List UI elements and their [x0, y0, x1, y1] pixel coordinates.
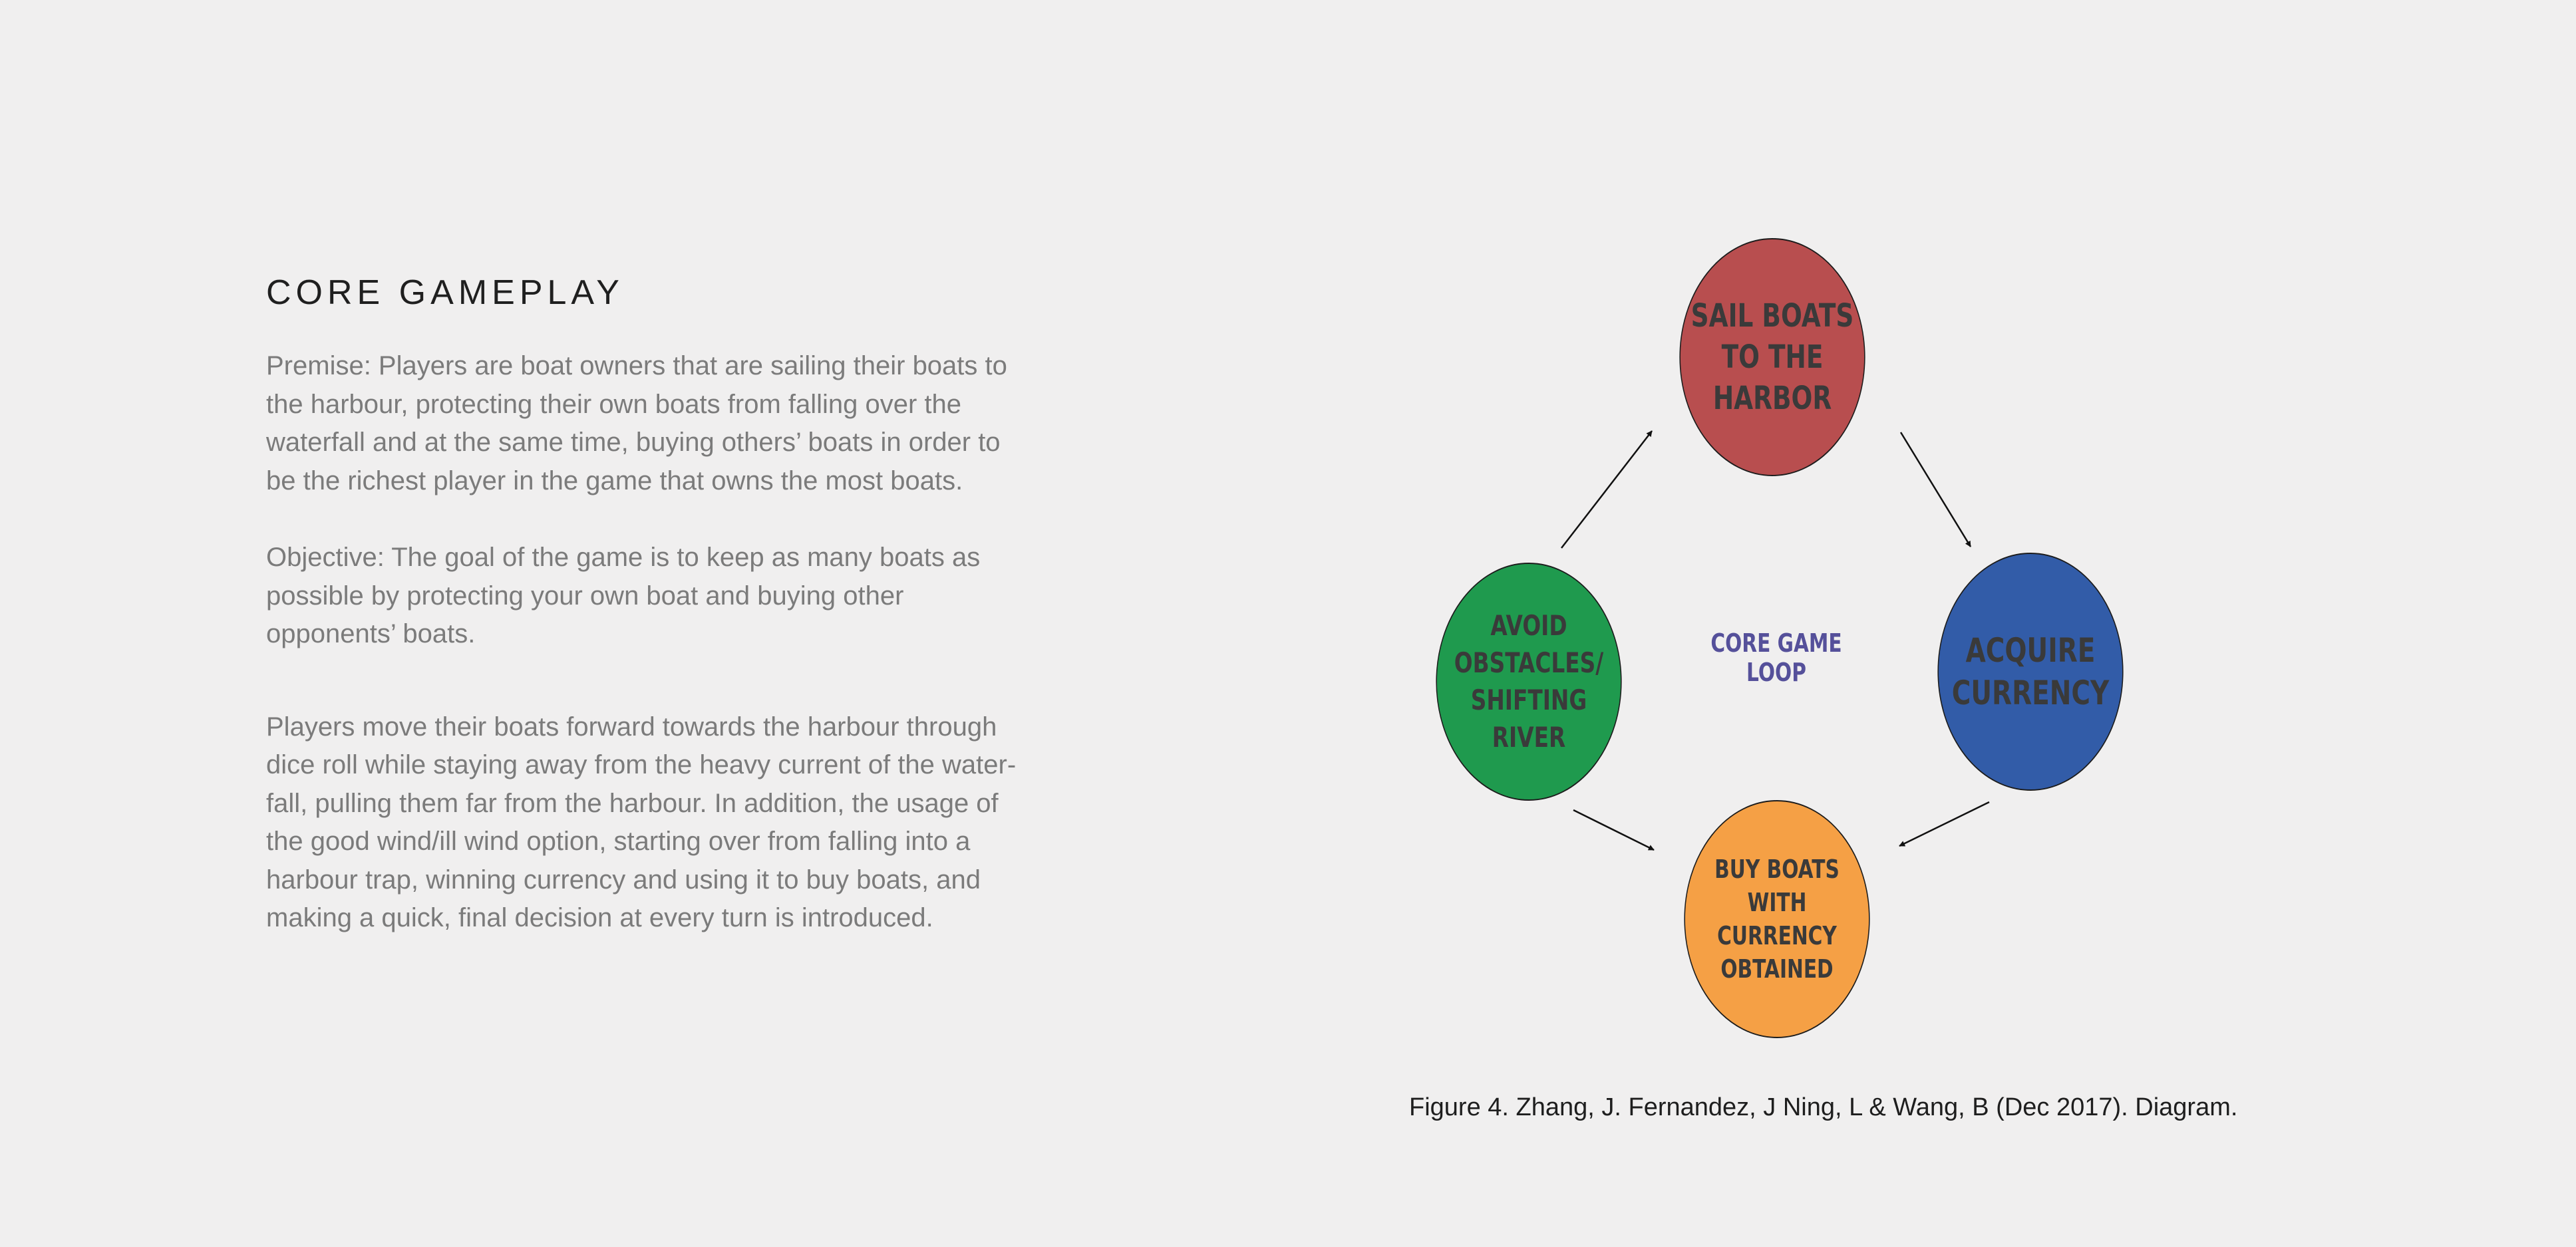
node-sail-boats-label: SAIL BOATS TO THE HARBOR [1690, 297, 1854, 417]
arrow-currency-to-buy [1899, 801, 1990, 847]
objective-paragraph: Objective: The goal of the game is to ke… [266, 543, 981, 648]
arrow-avoid-to-buy [1573, 809, 1655, 851]
core-gameplay-section: CORE GAMEPLAY Premise: Players are boat … [266, 269, 1084, 938]
arrow-sail-to-currency [1899, 432, 1972, 547]
node-acquire-currency-label: ACQUIRE CURRENCY [1951, 631, 2110, 712]
node-acquire-currency: ACQUIRE CURRENCY [1937, 553, 2124, 791]
premise-paragraph: Premise: Players are boat owners that ar… [266, 351, 1007, 495]
arrow-avoid-to-sail [1561, 430, 1653, 549]
movement-paragraph: Players move their boats forward towards… [266, 712, 1017, 933]
figure-caption: Figure 4. Zhang, J. Fernandez, J Ning, L… [1409, 1093, 2238, 1121]
node-buy-boats: BUY BOATS WITH CURRENCY OBTAINED [1684, 800, 1870, 1038]
node-avoid-obstacles-label: AVOID OBSTACLES/ SHIFTING RIVER [1454, 609, 1604, 754]
core-game-loop-label: CORE GAME LOOP [1710, 628, 1842, 687]
node-sail-boats: SAIL BOATS TO THE HARBOR [1679, 238, 1865, 476]
section-heading: CORE GAMEPLAY [266, 273, 624, 312]
node-buy-boats-label: BUY BOATS WITH CURRENCY OBTAINED [1714, 855, 1840, 984]
node-avoid-obstacles: AVOID OBSTACLES/ SHIFTING RIVER [1436, 563, 1622, 801]
